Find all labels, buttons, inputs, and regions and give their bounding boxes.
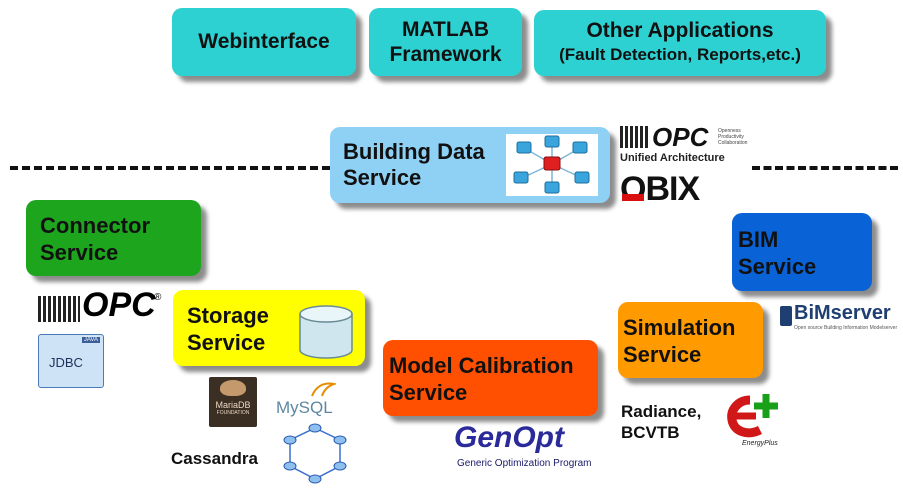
java-tag: JAVA <box>81 337 100 343</box>
matlab-label-line2: Framework <box>389 43 502 66</box>
model-calibration-line1: Model Calibration <box>389 353 574 378</box>
matlab-label-line1: MATLAB <box>401 18 490 41</box>
webinterface-box: Webinterface <box>172 8 356 76</box>
storage-line1: Storage <box>187 303 269 328</box>
simulation-line1: Simulation <box>623 315 736 340</box>
energyplus-logo: EnergyPlus <box>720 388 784 452</box>
simulation-line2: Service <box>623 342 702 367</box>
building-data-line1: Building Data <box>343 139 485 164</box>
simulation-service-box: Simulation Service <box>618 302 763 378</box>
energyplus-text: EnergyPlus <box>742 440 778 447</box>
bimserver-building-icon <box>780 306 792 326</box>
bim-line1: BIM <box>738 227 779 252</box>
cassandra-label: Cassandra <box>171 449 258 468</box>
obix-text: OBIX <box>620 170 700 208</box>
connector-line2: Service <box>40 240 119 265</box>
bimserver-text: BiMserver <box>794 302 891 324</box>
storage-line2: Service <box>187 330 266 355</box>
model-calibration-service-box: Model Calibration Service <box>383 340 598 416</box>
energyplus-icon <box>727 394 778 438</box>
mariadb-text: MariaDB <box>215 400 251 410</box>
opc-ua-brand: OPC <box>652 122 709 152</box>
other-applications-line2: (Fault Detection, Reports,etc.) <box>559 45 801 64</box>
connector-line1: Connector <box>40 213 150 238</box>
other-applications-box: Other Applications (Fault Detection, Rep… <box>534 10 826 76</box>
mysql-dolphin-icon <box>311 382 336 397</box>
jdbc-logo: JAVA JDBC <box>38 334 104 388</box>
opc-registered-icon: ® <box>154 292 162 303</box>
building-data-line2: Service <box>343 165 422 190</box>
opc-ua-caption: Unified Architecture <box>620 152 725 164</box>
mysql-logo: MySQL <box>276 380 342 424</box>
opc-brand: OPC <box>82 286 156 324</box>
other-applications-line1: Other Applications <box>586 19 774 42</box>
genopt-text: GenOpt <box>454 421 564 454</box>
genopt-logo: GenOpt Generic Optimization Program <box>452 421 612 473</box>
radiance-label: Radiance, <box>621 402 702 421</box>
model-calibration-line2: Service <box>389 380 468 405</box>
separator-left <box>10 166 330 170</box>
bim-line2: Service <box>738 254 817 279</box>
cassandra-ring-icon <box>283 423 347 484</box>
bcvtb-label: BCVTB <box>621 423 680 442</box>
separator-right <box>752 166 898 170</box>
mariadb-seal-icon <box>220 380 246 396</box>
jdbc-text: JDBC <box>49 355 83 370</box>
mariadb-foundation: FOUNDATION <box>216 410 250 416</box>
genopt-subtitle: Generic Optimization Program <box>457 458 592 469</box>
bimserver-subtitle: Open source Building Information Modelse… <box>794 325 898 331</box>
opc-logo: OPC ® <box>38 286 166 328</box>
webinterface-label: Webinterface <box>198 30 330 53</box>
mysql-text: MySQL <box>276 398 333 417</box>
bimserver-logo: BiMserver Open source Building Informati… <box>780 302 902 334</box>
database-cylinder-icon <box>299 305 353 359</box>
bim-service-box: BIM Service <box>732 213 872 291</box>
opc-ua-tagline: Openness Productivity Collaboration <box>718 128 748 146</box>
matlab-framework-box: MATLAB Framework <box>369 8 522 76</box>
mariadb-logo: MariaDB FOUNDATION <box>209 377 257 427</box>
obix-logo: OBIX <box>620 170 700 209</box>
network-cubes-icon <box>506 134 598 196</box>
connector-service-box: Connector Service <box>26 200 201 276</box>
opc-ua-logo: OPC Openness Productivity Collaboration … <box>620 122 748 168</box>
